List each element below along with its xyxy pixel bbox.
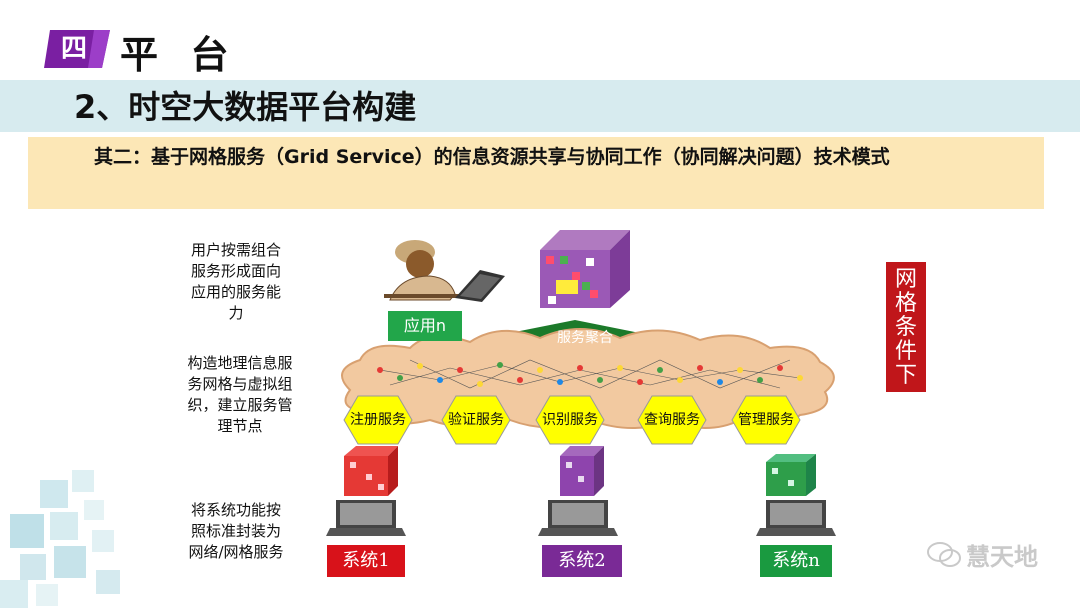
hexagon-manage [731, 395, 801, 445]
hexagon-register [343, 395, 413, 445]
grid-service-diagram [326, 230, 836, 536]
hexagon-identify [535, 395, 605, 445]
system-n-label: 系统n [760, 545, 832, 577]
laptop-icon [455, 270, 505, 302]
computer-icon-1 [326, 500, 406, 536]
grid-condition-box [886, 262, 926, 392]
service-cube-top [540, 230, 630, 308]
service-label-verify: 验证服务 [448, 412, 504, 428]
hexagon-verify [441, 395, 511, 445]
hexagon-query [637, 395, 707, 445]
system-cube-1 [344, 446, 398, 496]
note-build-grid: 构造地理信息服务网格与虚拟组织，建立服务管理节点 [187, 354, 293, 435]
watermark-text: 慧天地 [966, 543, 1038, 571]
section-badge-label: 四 [60, 34, 87, 64]
system-cube-2 [560, 446, 604, 496]
service-label-manage: 管理服务 [738, 412, 794, 428]
computer-icon-n [756, 500, 836, 536]
app-n-label: 应用n [403, 316, 447, 335]
aggregate-label: 服务聚合 [557, 330, 613, 346]
system-2-label: 系统2 [542, 545, 622, 577]
service-hexagons [343, 395, 801, 445]
note-user-compose: 用户按需组合服务形成面向应用的服务能力 [190, 241, 281, 322]
network-nodes [377, 359, 803, 389]
computer-icon-2 [538, 500, 618, 536]
description-box [28, 137, 1044, 209]
service-label-query: 查询服务 [644, 412, 700, 428]
note-encapsulate: 将系统功能按照标准封装为网络/网格服务 [188, 501, 284, 561]
service-label-register: 注册服务 [350, 412, 406, 428]
decorative-squares [0, 470, 120, 608]
system-cube-n [766, 454, 816, 496]
page-subtitle: 2、时空大数据平台构建 [74, 88, 417, 126]
system-1-label: 系统1 [327, 545, 405, 577]
section-badge [44, 30, 110, 68]
grid-condition-label: 网格条件下 [894, 267, 917, 388]
section-title: 平 台 [120, 33, 231, 77]
service-label-identify: 识别服务 [542, 412, 598, 428]
wechat-icon [927, 542, 961, 567]
description-text: 其二：基于网格服务（Grid Service）的信息资源共享与协同工作（协同解决… [94, 146, 890, 168]
user-icon [384, 240, 474, 301]
app-n-box [388, 311, 462, 341]
subtitle-band [0, 80, 1080, 132]
